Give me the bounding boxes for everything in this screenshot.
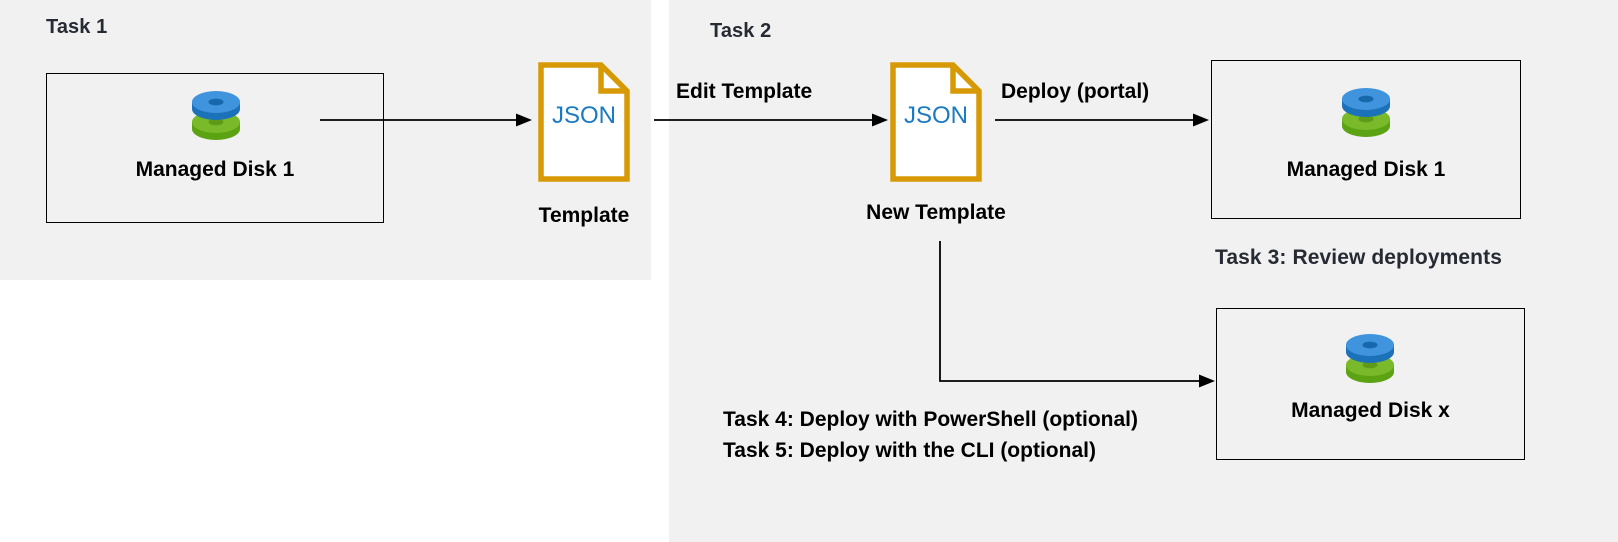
- task5-note-line: Task 5: Deploy with the CLI (optional): [723, 439, 1096, 462]
- task2-portal-managed-disk-caption: Managed Disk 1: [1286, 158, 1446, 181]
- task1-managed-disk-box[interactable]: [46, 73, 384, 223]
- task3-heading: Task 3: Review deployments: [1215, 246, 1502, 269]
- task2-heading: Task 2: [710, 20, 772, 42]
- managed-disk-icon: [186, 90, 246, 148]
- optional-tasks-note: Task 4: Deploy with PowerShell (optional…: [723, 404, 1138, 466]
- json-document-icon[interactable]: [538, 62, 630, 182]
- task2-portal-managed-disk-box[interactable]: [1211, 60, 1521, 219]
- managed-disk-icon: [1336, 87, 1396, 145]
- managed-disk-icon: [1340, 333, 1400, 391]
- template-caption: Template: [538, 204, 630, 227]
- new-template-json-text: JSON: [903, 102, 968, 129]
- json-document-icon[interactable]: [890, 62, 982, 182]
- deploy-portal-arrow-label: Deploy (portal): [1001, 80, 1150, 103]
- task1-heading: Task 1: [46, 16, 108, 38]
- optional-managed-disk-caption: Managed Disk x: [1291, 399, 1450, 422]
- task4-note-line: Task 4: Deploy with PowerShell (optional…: [723, 408, 1138, 431]
- optional-managed-disk-box[interactable]: [1216, 308, 1525, 460]
- new-template-caption: New Template: [866, 201, 1006, 224]
- task1-managed-disk-caption: Managed Disk 1: [135, 158, 295, 181]
- edit-template-arrow-label: Edit Template: [676, 80, 813, 103]
- template-json-text: JSON: [551, 102, 616, 129]
